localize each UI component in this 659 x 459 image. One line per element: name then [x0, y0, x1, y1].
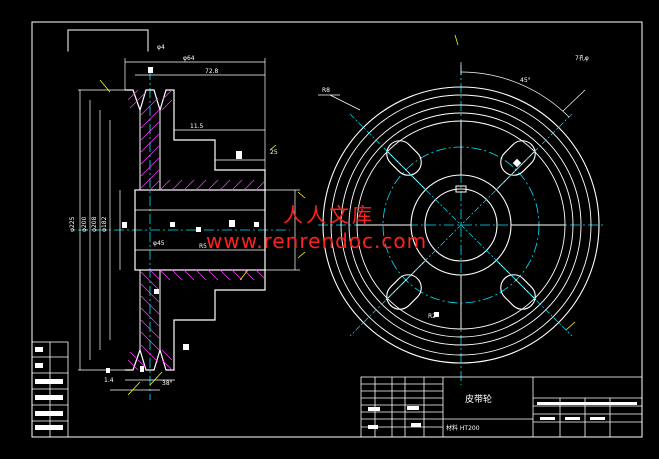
title-block	[360, 376, 643, 438]
revision-table	[31, 341, 69, 438]
dim-radius-view: R8	[322, 87, 330, 94]
section-view	[78, 58, 300, 400]
dim-hub-step: 25	[270, 149, 278, 156]
revision-table-cells	[35, 347, 63, 430]
dim-rim: φ64	[183, 55, 195, 62]
dim-groove-top: 72.8	[205, 68, 219, 75]
title-block-cells	[368, 402, 637, 429]
binding-margin	[67, 29, 149, 53]
dim-side-angle: 45°	[520, 77, 531, 84]
dim-od-large: φ225	[69, 216, 76, 232]
dim-overall: φ4	[157, 44, 165, 51]
part-name: 皮带轮	[465, 395, 493, 405]
inner-frame	[67, 51, 369, 57]
sheet-border	[31, 21, 643, 438]
dim-groove-angle: 38°	[162, 380, 173, 387]
dim-chamfer: 1.4	[104, 377, 114, 384]
dim-od-inner: φ208	[91, 216, 98, 232]
dim-bore-b: φ45	[153, 240, 165, 247]
dim-od-small: φ182	[101, 216, 108, 232]
dim-value-blocks	[106, 67, 259, 373]
material-note: 材料 HT200	[446, 425, 480, 432]
dim-fillet: R5	[199, 243, 207, 250]
watermark-cn: 人人文库	[283, 203, 375, 227]
dim-rib: R2	[428, 313, 436, 320]
dim-hole: 7孔φ	[575, 54, 589, 62]
watermark-url[interactable]: www.renrendoc.com	[206, 229, 428, 253]
dim-od-mid: φ200	[81, 216, 88, 232]
dimension-texts: φ4 φ64 72.8 11.5 25 φ225 φ200 φ208 φ182 …	[69, 44, 589, 387]
dim-hub-len: 11.5	[190, 123, 204, 130]
